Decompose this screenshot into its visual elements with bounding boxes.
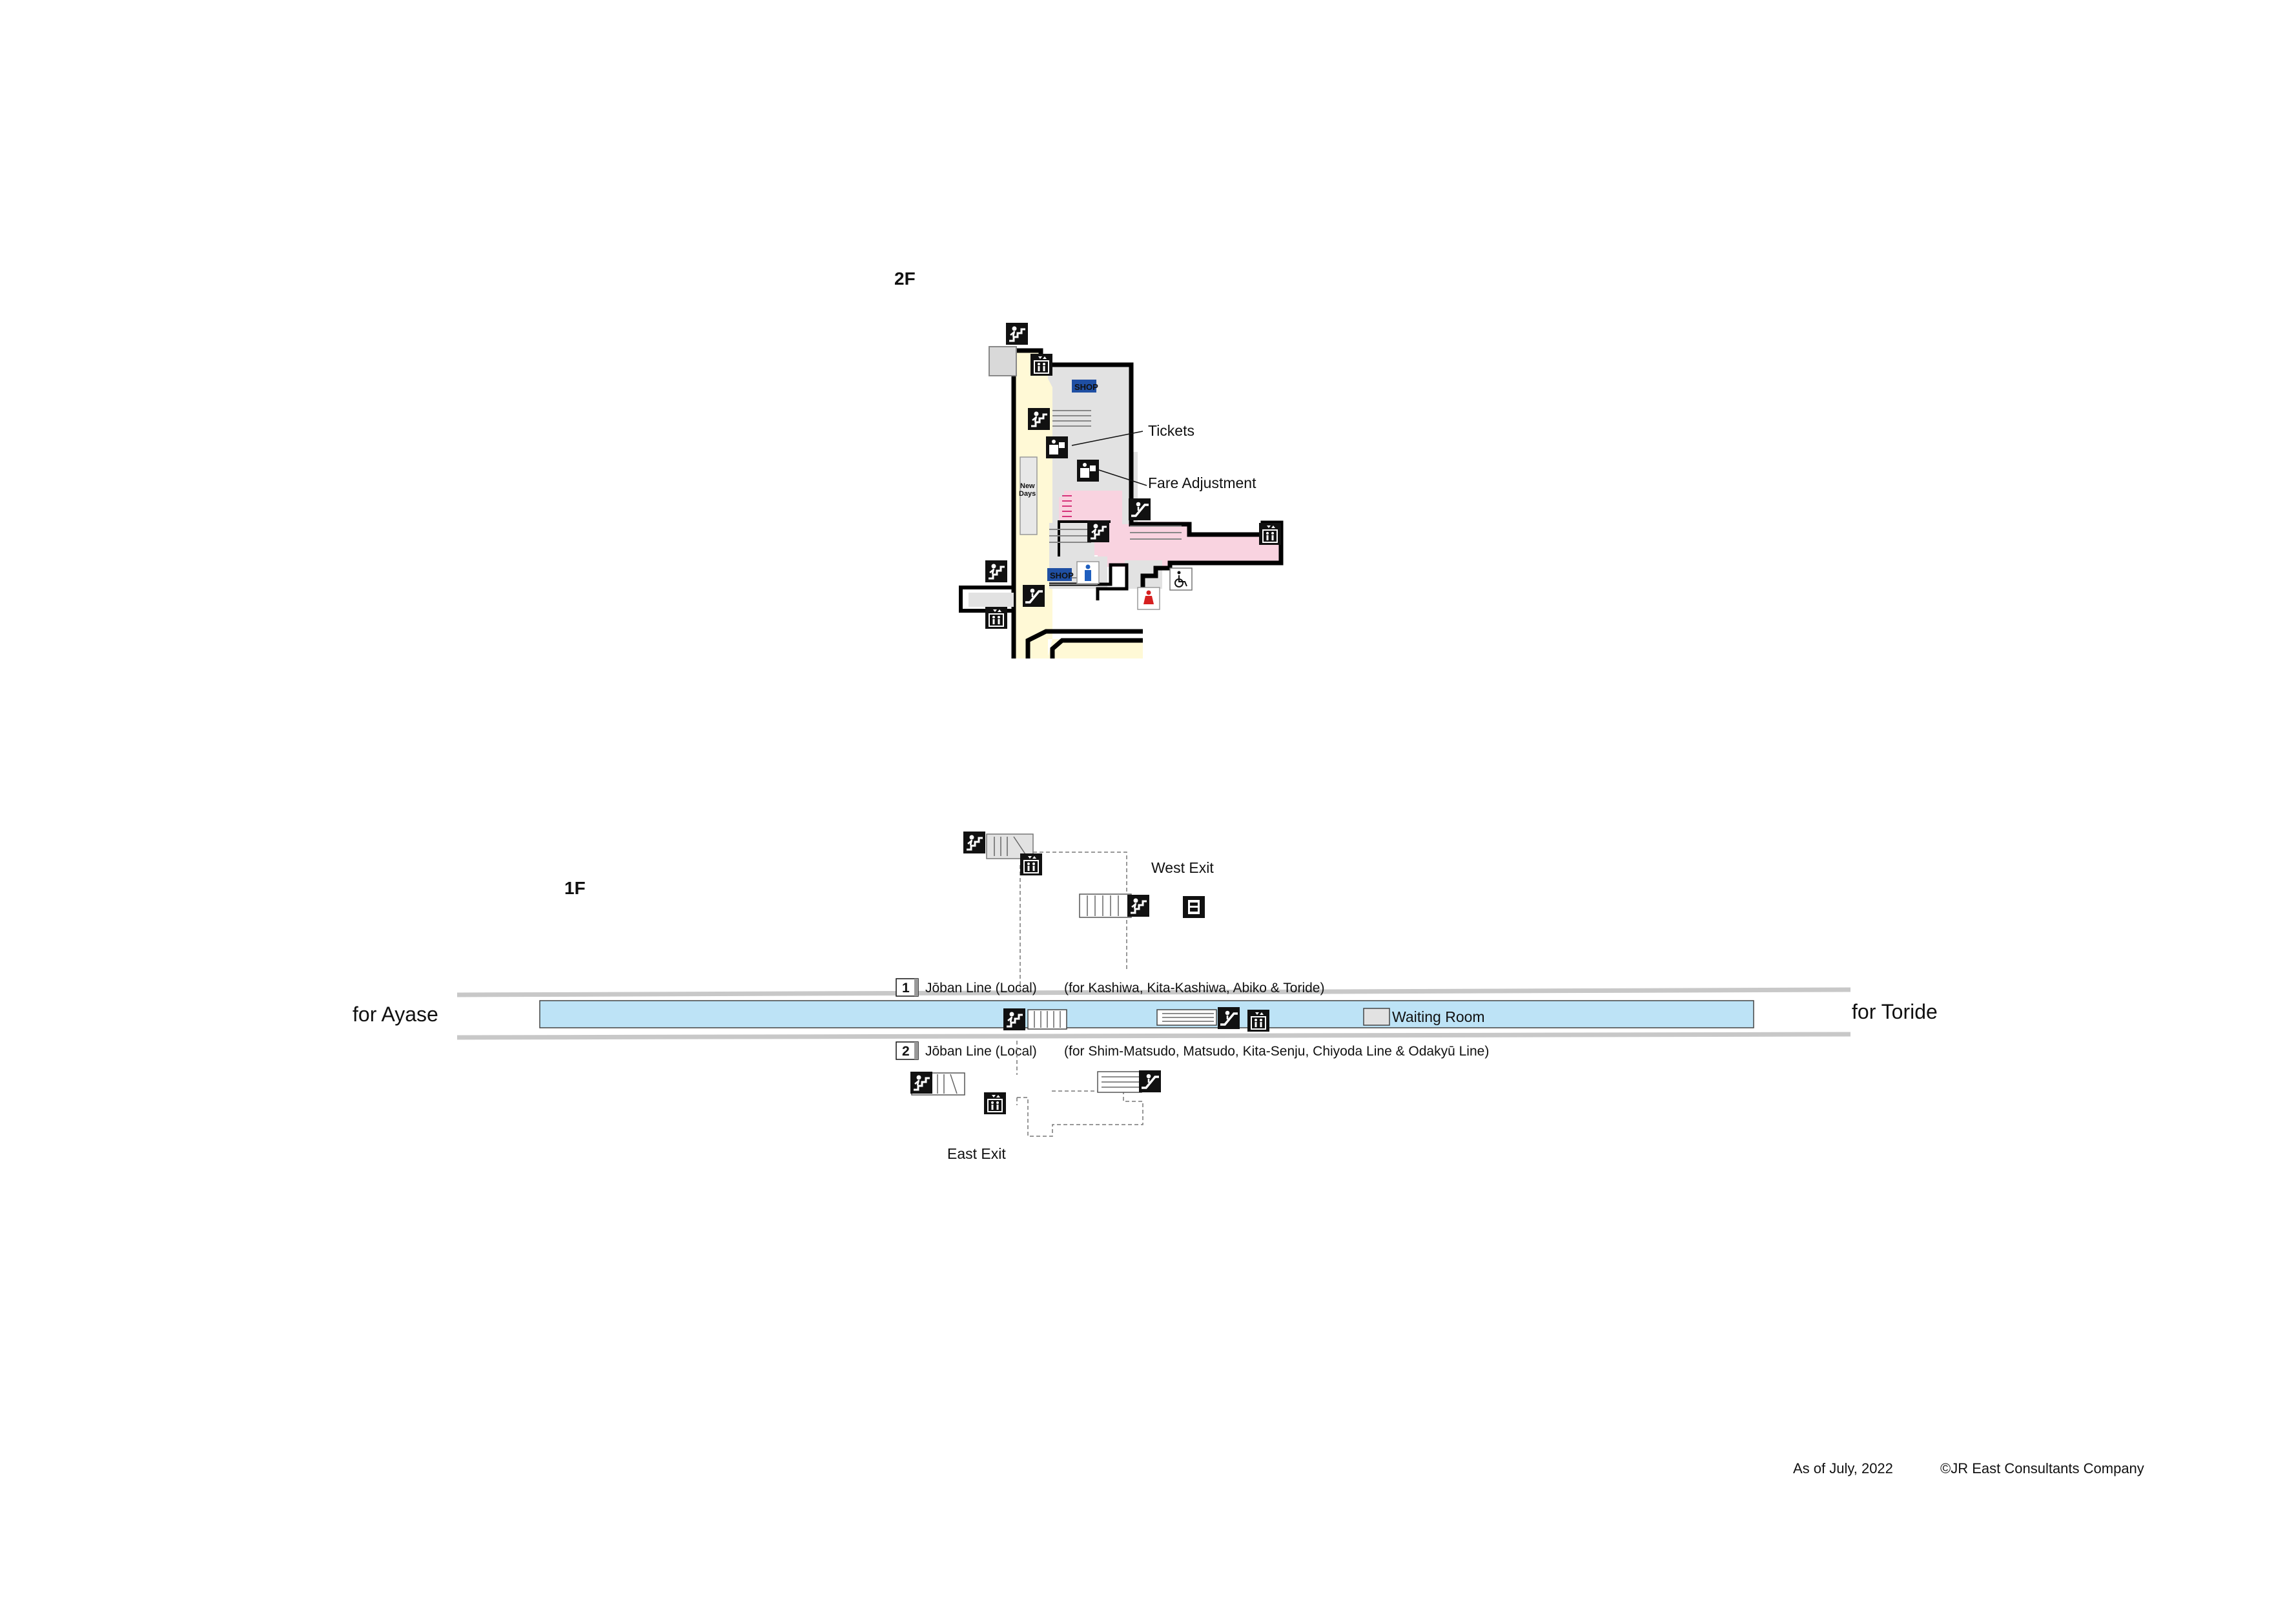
elevator-icon (1020, 853, 1043, 876)
west-exit-area (986, 833, 1132, 992)
west-exit-label: West Exit (1151, 859, 1214, 876)
copyright: ©JR East Consultants Company (1940, 1460, 2144, 1476)
stairs-icon (1002, 1007, 1027, 1032)
stairs-icon (962, 830, 987, 855)
platform-escalator (1156, 1009, 1217, 1026)
elevator-icon (1258, 522, 1282, 546)
direction-west: for Ayase (353, 1003, 438, 1026)
accessible-restroom-icon (1169, 567, 1193, 591)
platform-stairs-west (1027, 1009, 1067, 1030)
fare-adjustment-label: Fare Adjustment (1148, 475, 1256, 491)
newdays-bottom: Days (1019, 490, 1036, 498)
platform-1-label: 1 Jōban Line (Local) (for Kashiwa, Kita-… (896, 978, 1324, 997)
waiting-room (1363, 1008, 1390, 1026)
stairs-icon (984, 559, 1009, 584)
east-exit-label: East Exit (947, 1145, 1006, 1162)
ticket-machine-icon (1046, 436, 1068, 458)
tracks (456, 987, 1851, 1040)
waiting-room-label: Waiting Room (1392, 1008, 1485, 1025)
elevator-icon (985, 606, 1008, 629)
fare-adjustment-icon (1077, 460, 1099, 482)
concourse-2f (959, 346, 1284, 658)
svg-text:Jōban Line (Local): Jōban Line (Local) (925, 1044, 1037, 1059)
as-of-date: As of July, 2022 (1793, 1460, 1893, 1476)
tickets-label: Tickets (1148, 422, 1194, 439)
shop-badge-upper: SHOP (1072, 380, 1098, 393)
stairs-icon (1086, 519, 1111, 544)
elevator-icon (1247, 1009, 1270, 1032)
island-platform (539, 1000, 1754, 1028)
svg-text:SHOP: SHOP (1050, 571, 1074, 580)
platform-2-label: 2 Jōban Line (Local) (for Shim-Matsudo, … (896, 1041, 1489, 1060)
stairs-icon (1027, 407, 1051, 431)
elevator-icon (1030, 353, 1053, 376)
male-restroom-icon (1076, 561, 1100, 584)
escalator-icon (1216, 1006, 1241, 1030)
svg-text:1: 1 (902, 981, 910, 995)
direction-east: for Toride (1852, 1000, 1938, 1023)
escalator-icon (1021, 584, 1046, 608)
stairs-icon (1005, 322, 1029, 346)
escalator-icon (1138, 1069, 1162, 1094)
newdays-top: New (1020, 482, 1035, 490)
stairs-icon (1126, 893, 1151, 918)
escalator-icon (1127, 497, 1152, 522)
svg-text:(for Shim-Matsudo, Matsudo, Ki: (for Shim-Matsudo, Matsudo, Kita-Senju, … (1064, 1044, 1489, 1059)
elevator-icon (983, 1092, 1007, 1115)
svg-text:SHOP: SHOP (1074, 382, 1098, 392)
newdays-shop: New Days (1019, 482, 1036, 498)
floor-label-2f: 2F (894, 269, 916, 289)
svg-text:2: 2 (902, 1044, 910, 1059)
shop-badge-lower: SHOP (1047, 568, 1074, 581)
stairs-icon (909, 1070, 934, 1095)
floor-label-1f: 1F (564, 878, 586, 898)
locker-icon (1183, 896, 1205, 918)
female-restroom-icon (1137, 587, 1160, 610)
svg-text:Jōban Line (Local): Jōban Line (Local) (925, 981, 1037, 995)
svg-text:(for Kashiwa, Kita-Kashiwa, Ab: (for Kashiwa, Kita-Kashiwa, Abiko & Tori… (1064, 981, 1324, 995)
